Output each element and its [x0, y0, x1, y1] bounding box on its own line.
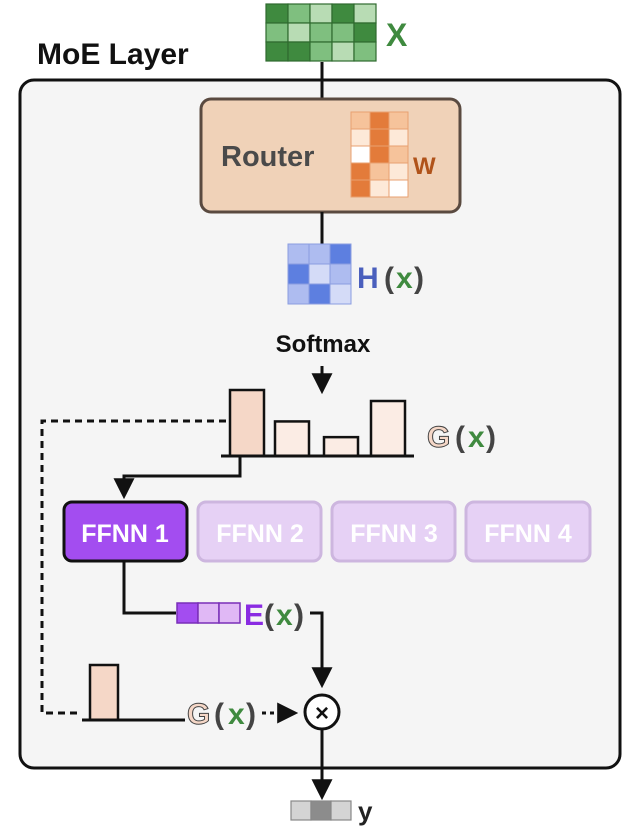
expert-output-cell	[176, 602, 199, 624]
hidden-matrix-cell	[329, 263, 352, 285]
gate-bar	[322, 435, 360, 458]
multiply-symbol: ×	[315, 700, 329, 727]
input-matrix-cell	[331, 3, 355, 24]
router-weight-cell	[388, 162, 409, 181]
selected-gate-bar	[88, 663, 120, 722]
router-weight-cell	[369, 162, 390, 181]
gate-dashed-skip-line	[40, 419, 226, 715]
router-weight-cell	[369, 111, 390, 130]
output-label: y	[358, 796, 373, 826]
input-matrix-cell	[287, 3, 311, 24]
hidden-label-arg: x	[396, 262, 413, 295]
router-weight-cell	[388, 179, 409, 198]
input-matrix-cell	[265, 3, 289, 24]
input-matrix	[265, 3, 377, 62]
expert-ffnn-2-box	[196, 500, 323, 563]
router-weight-cell	[388, 145, 409, 164]
gate-bar	[369, 399, 407, 458]
hidden-label-close-paren: )	[414, 262, 424, 295]
hidden-matrix-cell	[329, 283, 352, 305]
hidden-label-open-paren: (	[384, 262, 394, 295]
router-weight-label: W	[413, 153, 436, 180]
expert-output-label-fn: E	[244, 599, 264, 632]
softmax-label: Softmax	[276, 331, 371, 358]
expert-output-to-multiply-arrow	[310, 611, 333, 689]
hidden-matrix-cell	[287, 283, 310, 305]
output-vector-cell	[330, 800, 352, 821]
router-weight-cell	[350, 111, 371, 130]
expert-output-cell	[218, 602, 241, 624]
expert-ffnn-3-box	[330, 500, 457, 563]
input-matrix-cell	[309, 22, 333, 43]
hidden-matrix	[287, 243, 352, 305]
output-vector-cell	[290, 800, 312, 821]
expert-output-cell	[197, 602, 220, 624]
gate-label-arg: x	[468, 421, 485, 454]
gate-label-close-paren: )	[486, 421, 496, 454]
gate-label-fn: G	[427, 421, 450, 454]
expert-output-label-open-paren: (	[264, 599, 274, 632]
selected-gate-label-fn: G	[187, 698, 210, 731]
expert-to-output-line	[122, 561, 176, 615]
router-label: Router	[221, 141, 314, 173]
gate-bar	[228, 388, 266, 458]
moe-layer-title: MoE Layer	[37, 38, 189, 71]
selected-gate-label-open-paren: (	[214, 698, 224, 731]
router-weight-cell	[369, 145, 390, 164]
router-weight-cell	[388, 128, 409, 147]
router-weight-cell	[369, 179, 390, 198]
hidden-matrix-cell	[287, 243, 310, 265]
hidden-matrix-cell	[308, 263, 331, 285]
router-weight-cell	[350, 179, 371, 198]
input-matrix-cell	[287, 22, 311, 43]
selected-gate-label-arg: x	[228, 698, 245, 731]
input-matrix-cell	[309, 3, 333, 24]
router-weight-cell	[350, 128, 371, 147]
expert-ffnn-2-label: FFNN 2	[216, 520, 304, 548]
input-label: X	[386, 17, 408, 53]
router-weight-cell	[350, 145, 371, 164]
selected-gate-label-close-paren: )	[246, 698, 256, 731]
output-vector	[290, 800, 352, 821]
hidden-label-fn: H	[357, 262, 379, 295]
expert-ffnn-1-label: FFNN 1	[81, 520, 169, 548]
expert-output-label-arg: x	[276, 599, 293, 632]
input-matrix-cell	[309, 41, 333, 62]
hidden-matrix-cell	[287, 263, 310, 285]
expert-ffnn-4-box	[464, 500, 592, 563]
hidden-matrix-cell	[308, 243, 331, 265]
router-weight-cell	[350, 162, 371, 181]
gate-bar	[273, 420, 311, 458]
expert-output-label-close-paren: )	[294, 599, 304, 632]
expert-ffnn-3-label: FFNN 3	[350, 520, 438, 548]
router-weight-cell	[369, 128, 390, 147]
moe-layer-box	[18, 78, 622, 770]
input-matrix-cell	[265, 41, 289, 62]
output-vector-cell	[310, 800, 332, 821]
hidden-matrix-cell	[308, 283, 331, 305]
gate-label-open-paren: (	[455, 421, 465, 454]
gate-to-expert-arrow	[113, 456, 242, 500]
router-weight-matrix	[350, 111, 409, 198]
experts-row: FFNN 1 FFNN 2 FFNN 3 FFNN 4	[62, 500, 592, 563]
input-matrix-cell	[353, 3, 377, 24]
input-matrix-cell	[331, 41, 355, 62]
input-matrix-cell	[265, 22, 289, 43]
input-matrix-cell	[353, 41, 377, 62]
expert-output-vector	[176, 602, 241, 624]
router-weight-cell	[388, 111, 409, 130]
hidden-matrix-cell	[329, 243, 352, 265]
input-matrix-cell	[353, 22, 377, 43]
input-matrix-cell	[331, 22, 355, 43]
input-matrix-cell	[287, 41, 311, 62]
gate-bars	[228, 388, 407, 458]
expert-ffnn-4-label: FFNN 4	[484, 520, 572, 548]
